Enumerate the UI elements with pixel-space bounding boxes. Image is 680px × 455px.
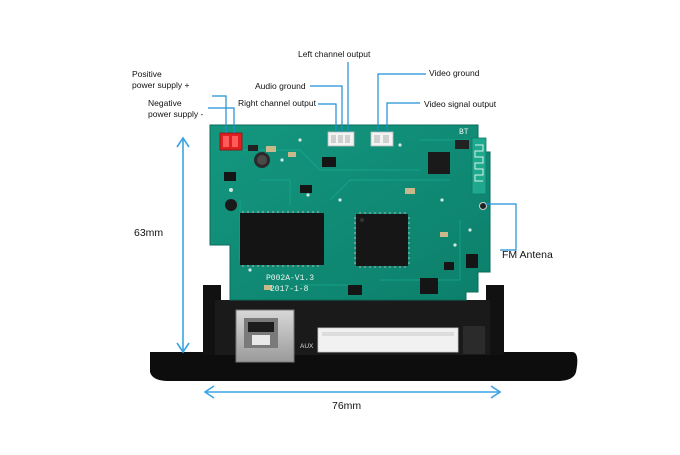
board-model-label: P002A-V1.3 xyxy=(266,274,314,283)
leader-positive-supply xyxy=(212,95,227,133)
width-dimension-label: 76mm xyxy=(332,400,361,412)
pcb-board xyxy=(209,124,491,301)
leader-audio-ground xyxy=(310,85,343,132)
leader-lines xyxy=(208,62,517,251)
height-dimension-label: 63mm xyxy=(134,227,163,239)
leader-right-channel xyxy=(318,103,337,132)
bluetooth-chip xyxy=(428,140,469,174)
small-components xyxy=(264,152,478,295)
positive-supply-label-line2: power supply + xyxy=(132,80,189,90)
card-slot xyxy=(317,327,459,353)
width-dimension xyxy=(203,385,502,399)
audio-ground-label: Audio ground xyxy=(255,81,306,91)
fm-antenna-label: FM Antena xyxy=(502,249,553,261)
leader-video-signal xyxy=(386,102,420,132)
power-connector xyxy=(219,132,243,151)
negative-supply-label-line2: power supply - xyxy=(148,109,203,119)
usb-port xyxy=(235,309,295,363)
video-signal-label: Video signal output xyxy=(424,99,497,109)
positive-supply-label-line1: Positive xyxy=(132,69,162,79)
video-connector xyxy=(370,131,394,147)
aux-label: AUX xyxy=(300,343,314,350)
side-holder xyxy=(463,326,485,354)
main-processor-chip xyxy=(354,212,410,268)
leader-negative-supply xyxy=(208,107,235,133)
leader-fm-antenna xyxy=(486,203,517,251)
audio-connector xyxy=(327,131,355,147)
fm-antenna-pad xyxy=(479,202,487,210)
power-components xyxy=(224,145,276,211)
board-date-label: 2017-1-8 xyxy=(270,285,309,294)
right-channel-label: Right channel output xyxy=(238,98,317,108)
memory-chip xyxy=(240,211,324,267)
height-dimension xyxy=(176,136,190,354)
video-ground-label: Video ground xyxy=(429,68,480,78)
negative-supply-label-line1: Negative xyxy=(148,98,182,108)
left-channel-label: Left channel output xyxy=(298,49,371,59)
bt-label: BT xyxy=(459,128,469,137)
leader-video-ground xyxy=(377,73,426,132)
bluetooth-antenna xyxy=(471,137,487,195)
